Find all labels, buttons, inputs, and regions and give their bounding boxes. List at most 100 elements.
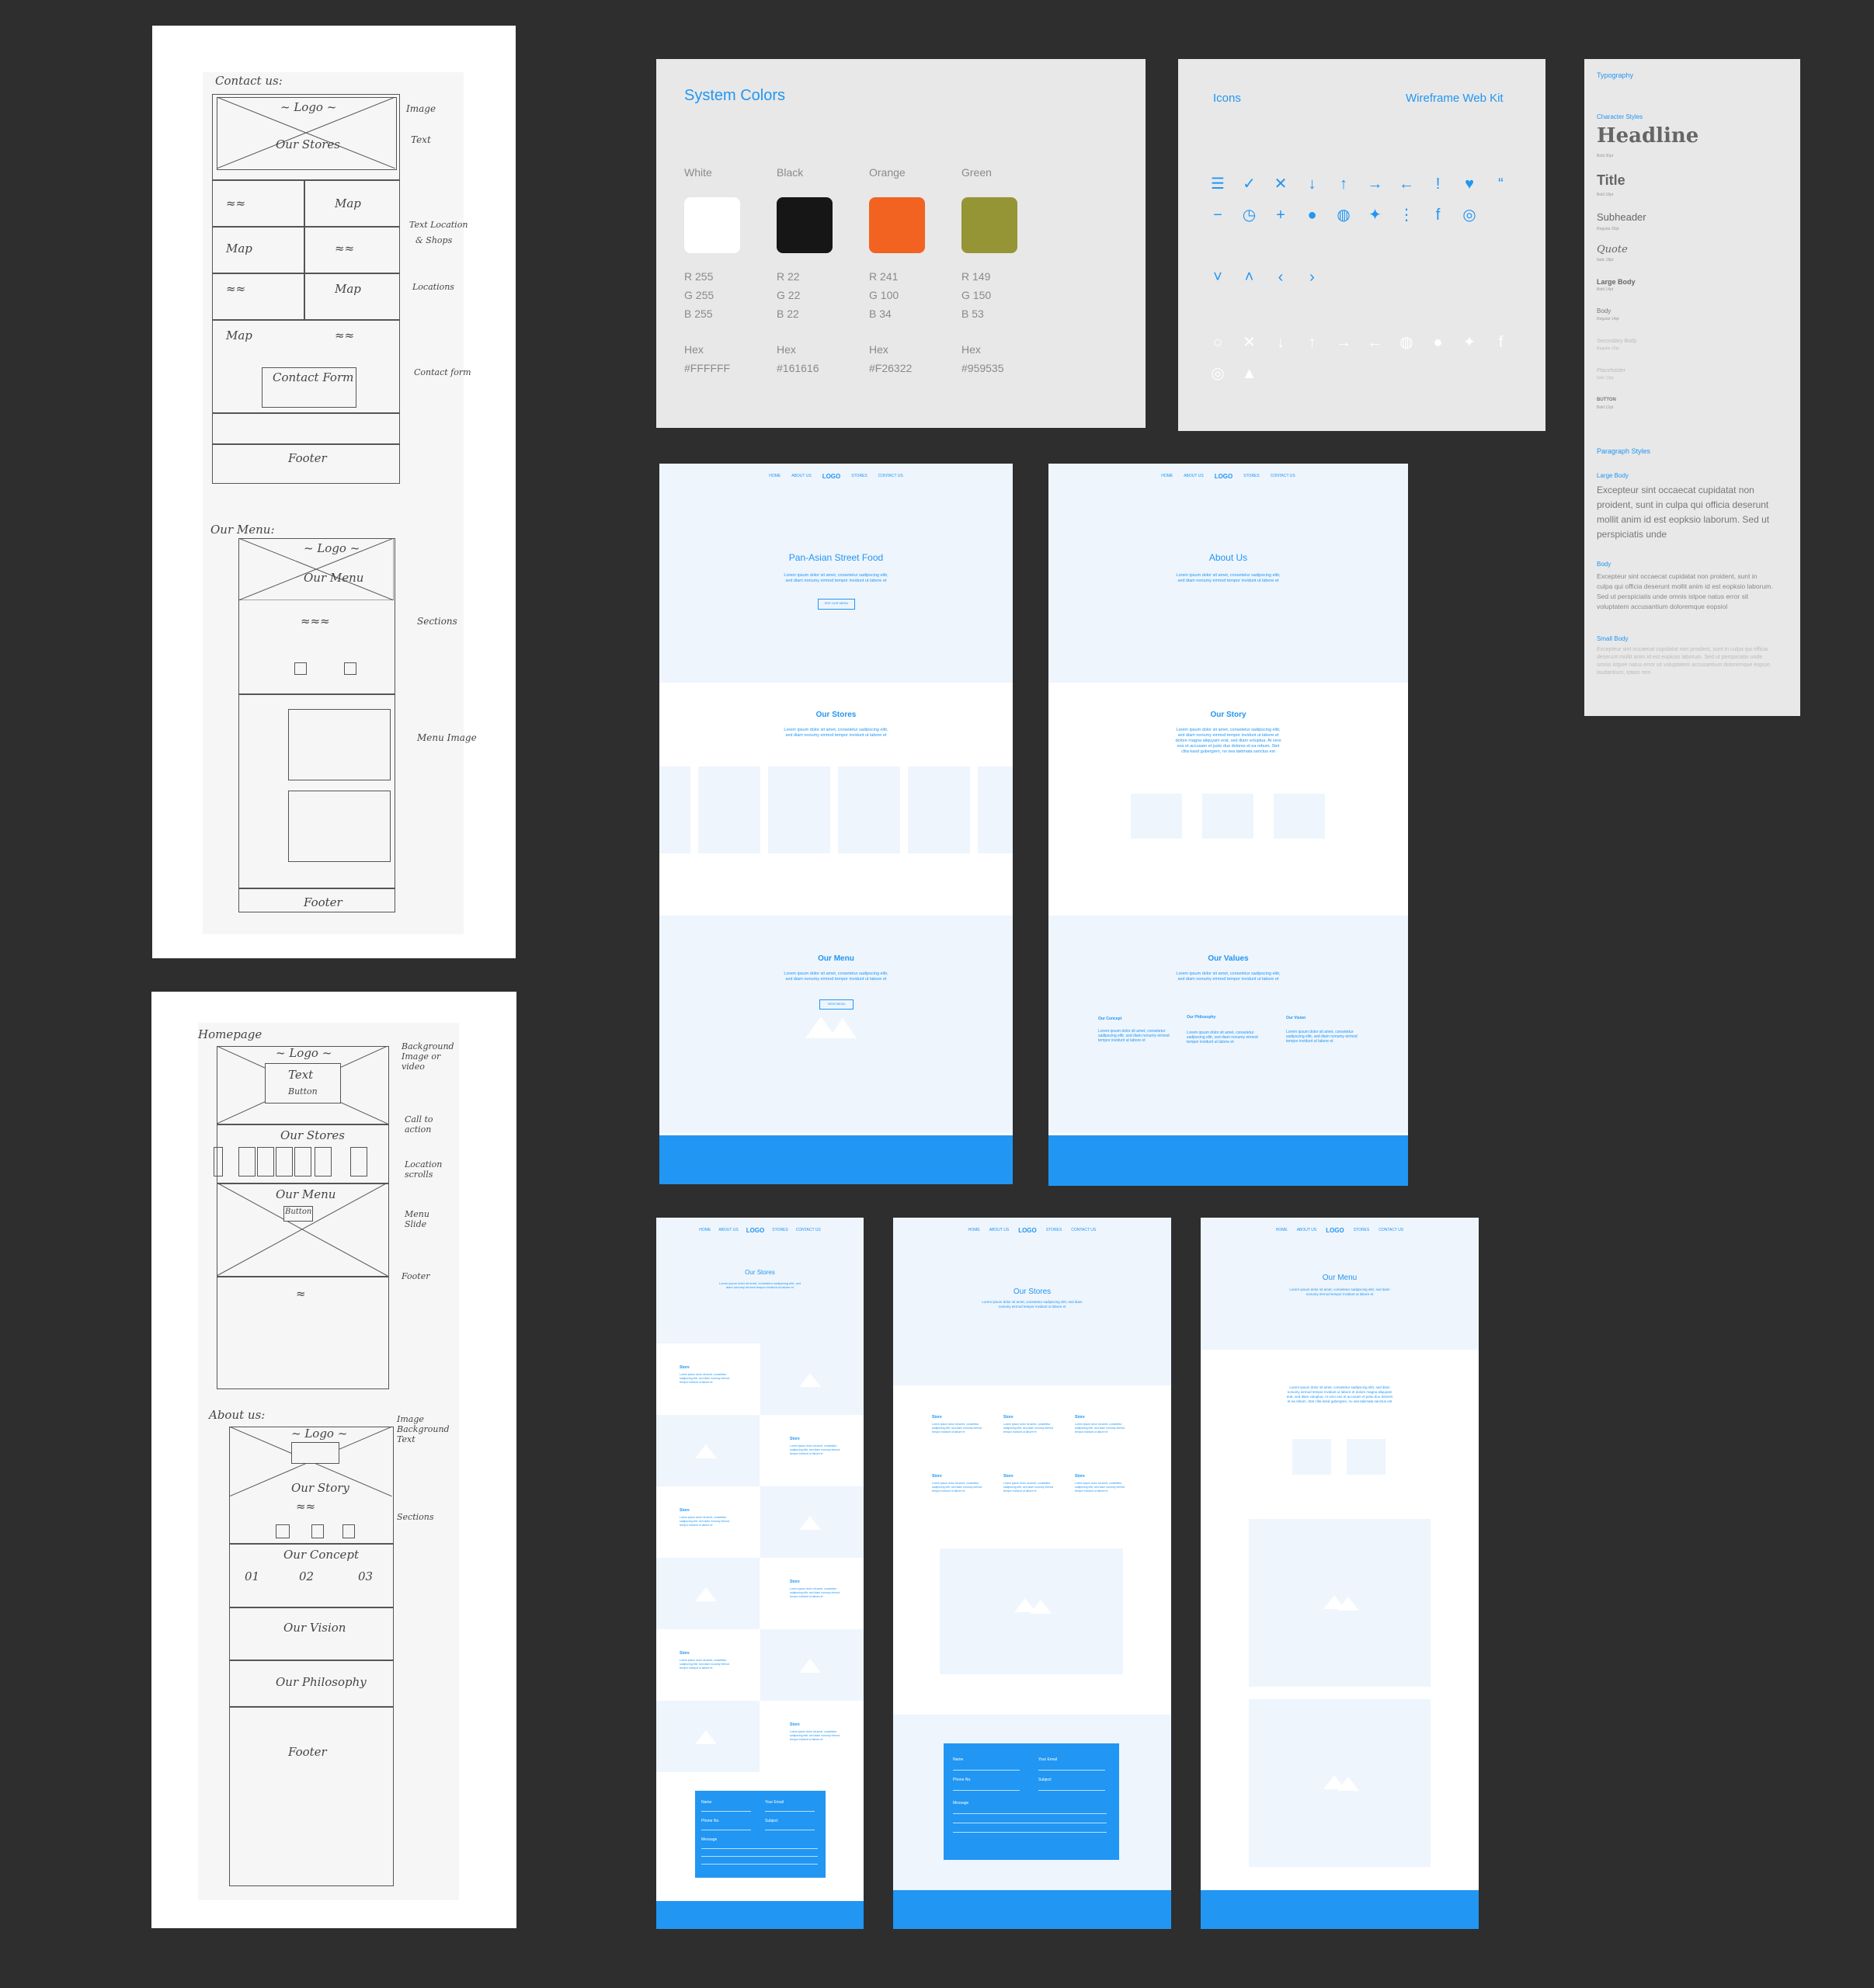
color-b: B 53 (961, 308, 984, 320)
name-field[interactable] (953, 1770, 1020, 1771)
store-name: Store (1075, 1415, 1085, 1420)
nav-contact[interactable]: CONTACT US (1270, 474, 1295, 478)
sketch-label: Our Story (291, 1481, 349, 1495)
store-details: Lorem ipsum dolor sit amet, consetetur s… (1075, 1423, 1125, 1434)
stores-wireframe-grid: HOME ABOUT US LOGO STORES CONTACT US Our… (893, 1218, 1171, 1929)
view-menu-button[interactable]: VIEW MENU (819, 999, 854, 1010)
store-image-placeholder (656, 1415, 760, 1486)
close-icon: ✕ (1274, 176, 1288, 193)
store-image-placeholder (656, 1558, 760, 1629)
sketch-label: Our Menu (276, 1187, 336, 1201)
store-card[interactable] (838, 766, 900, 853)
nav-stores[interactable]: STORES (1243, 474, 1260, 478)
image-placeholder-icon (799, 1659, 821, 1673)
store-card[interactable] (698, 766, 760, 853)
nav-about[interactable]: ABOUT US (1296, 1228, 1317, 1232)
facebook-icon: f (1498, 334, 1504, 351)
nav-about[interactable]: ABOUT US (791, 474, 812, 478)
color-g: G 22 (777, 289, 801, 301)
paragraph-label: Large Body (1597, 472, 1629, 479)
value-philosophy-title: Our Philosophy (1187, 1015, 1216, 1020)
name-field[interactable] (701, 1811, 751, 1812)
nav-stores[interactable]: STORES (1353, 1228, 1370, 1232)
store-card[interactable] (659, 766, 690, 853)
image-placeholder (1292, 1439, 1331, 1475)
image-placeholder-icon (695, 1587, 717, 1601)
image-placeholder-cross (217, 97, 395, 169)
color-b: B 22 (777, 308, 799, 320)
nav-contact[interactable]: CONTACT US (795, 1228, 821, 1232)
store-image-placeholder (760, 1486, 864, 1558)
nav-stores[interactable]: STORES (1045, 1228, 1062, 1232)
title-sample: Title (1597, 172, 1625, 188)
sketch-note: Locations (412, 282, 454, 292)
sketch-title: Contact us: (215, 74, 283, 88)
arrow-right-icon: → (1336, 334, 1351, 351)
message-line (953, 1832, 1107, 1833)
hero-section (659, 464, 1013, 683)
color-rgb-values: R 255 G 255 B 255 (684, 267, 714, 323)
chevron-up-icon: ˄ (1244, 269, 1254, 286)
nav-about[interactable]: ABOUT US (718, 1228, 739, 1232)
color-rgb-values: R 241 G 100 B 34 (869, 267, 899, 323)
logo[interactable]: LOGO (822, 472, 841, 480)
footer (893, 1890, 1171, 1929)
nav-home[interactable]: HOME (1275, 1228, 1288, 1232)
store-name: Store (1003, 1474, 1013, 1479)
store-details: Lorem ipsum dolor sit amet, consetetur s… (790, 1587, 840, 1598)
logo[interactable]: LOGO (746, 1226, 765, 1234)
sketch-label: Footer (304, 895, 342, 909)
footer (659, 1135, 1013, 1184)
nav-home[interactable]: HOME (968, 1228, 980, 1232)
store-card[interactable] (768, 766, 830, 853)
color-swatch (777, 197, 833, 253)
nav-home[interactable]: HOME (769, 474, 781, 478)
color-name: White (684, 166, 712, 179)
hero-text: Lorem ipsum dolor sit amet, consetetur s… (784, 573, 888, 583)
paragraph-body-sample: Excepteur sint occaecat cupidatat non pr… (1597, 572, 1773, 610)
hex-label: Hex (777, 343, 796, 356)
form-label: Phone No. (953, 1778, 972, 1782)
values-heading: Our Values (1208, 954, 1249, 963)
nav-about[interactable]: ABOUT US (1184, 474, 1204, 478)
message-line (701, 1856, 818, 1857)
subject-field[interactable] (1038, 1790, 1105, 1791)
logo[interactable]: LOGO (1214, 472, 1233, 480)
nav-home[interactable]: HOME (1161, 474, 1173, 478)
image-placeholder (1347, 1439, 1386, 1475)
store-card[interactable] (978, 766, 1013, 853)
color-swatch (869, 197, 925, 253)
form-label: Name (701, 1800, 712, 1805)
nav-stores[interactable]: STORES (851, 474, 867, 478)
nav-contact[interactable]: CONTACT US (878, 474, 903, 478)
nav-contact[interactable]: CONTACT US (1071, 1228, 1097, 1232)
chevron-left-icon: ‹ (1278, 269, 1284, 286)
plus-icon: + (1276, 207, 1285, 224)
logo[interactable]: LOGO (1018, 1226, 1037, 1234)
message-field[interactable] (701, 1848, 818, 1849)
logo[interactable]: LOGO (1326, 1226, 1344, 1234)
nav-about[interactable]: ABOUT US (989, 1228, 1010, 1232)
store-card[interactable] (908, 766, 970, 853)
store-name: Store (790, 1580, 800, 1584)
sketch-squiggle: ≈≈ (226, 282, 246, 296)
message-field[interactable] (953, 1813, 1107, 1814)
nav-home[interactable]: HOME (699, 1228, 711, 1232)
heart-icon: ♥ (1465, 176, 1474, 193)
email-field[interactable] (1038, 1770, 1105, 1771)
color-swatch (961, 197, 1017, 253)
top-nav: HOME ABOUT US LOGO STORES CONTACT US (659, 471, 1013, 481)
email-field[interactable] (765, 1811, 815, 1812)
sketch-squiggle: ≈≈≈ (301, 614, 330, 628)
store-name: Store (680, 1651, 690, 1656)
paragraph-label: Small Body (1597, 635, 1629, 642)
stores-text: Lorem ipsum dolor sit amet, consetetur s… (784, 728, 888, 738)
nav-contact[interactable]: CONTACT US (1379, 1228, 1404, 1232)
nav-stores[interactable]: STORES (772, 1228, 788, 1232)
phone-field[interactable] (953, 1790, 1020, 1791)
color-rgb-values: R 149 G 150 B 53 (961, 267, 991, 323)
bell-icon: ▲ (1241, 365, 1257, 382)
store-details: Lorem ipsum dolor sit amet, consetetur s… (680, 1373, 730, 1384)
sketch-menu-page: Our Menu: ~ Logo ~ Our Menu ≈≈≈ Footer S… (203, 484, 477, 934)
hero-cta-button[interactable]: SEE OUR MENU (818, 599, 855, 610)
